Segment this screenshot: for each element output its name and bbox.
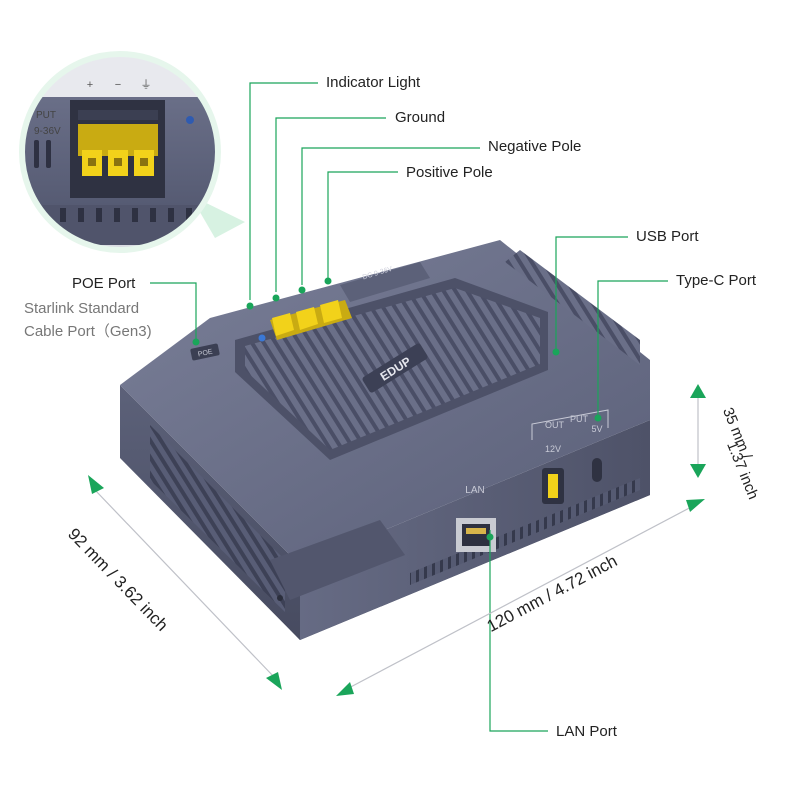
label-positive-pole: Positive Pole xyxy=(406,164,493,181)
label-starlink-cable-2: Cable Port（Gen3) xyxy=(24,323,152,340)
svg-text:+: + xyxy=(87,79,93,91)
poe-port: POE xyxy=(190,343,220,361)
svg-text:POE: POE xyxy=(197,348,213,358)
label-type-c-port: Type-C Port xyxy=(676,272,757,289)
svg-text:PUT: PUT xyxy=(36,110,56,121)
type-c-port: 5V xyxy=(591,424,603,482)
svg-text:9-36V: 9-36V xyxy=(34,126,61,137)
label-ground: Ground xyxy=(395,109,446,126)
svg-text:OUT: OUT xyxy=(545,420,565,430)
indicator-light xyxy=(258,334,266,342)
side-vent-fins xyxy=(150,425,285,612)
label-poe-port: POE Port xyxy=(72,275,136,292)
svg-text:LAN: LAN xyxy=(465,485,484,496)
label-negative-pole: Negative Pole xyxy=(488,138,582,155)
usb-port: 12V xyxy=(542,444,564,504)
dimension-height xyxy=(690,384,706,478)
terminal-inset: + − ⏚ PUT 9-36V xyxy=(19,51,245,253)
terminal-block xyxy=(270,300,352,340)
label-starlink-cable-1: Starlink Standard xyxy=(24,300,140,317)
callout-lines xyxy=(150,82,668,732)
label-usb-port: USB Port xyxy=(636,228,699,245)
dimension-width xyxy=(336,499,705,696)
dimension-depth xyxy=(88,475,282,690)
svg-text:⏚: ⏚ xyxy=(141,78,152,91)
svg-text:−: − xyxy=(115,79,121,91)
svg-text:12V: 12V xyxy=(545,444,561,454)
label-indicator-light: Indicator Light xyxy=(326,74,421,91)
svg-text:5V: 5V xyxy=(591,424,602,434)
svg-text:PUT: PUT xyxy=(570,414,589,424)
label-lan-port: LAN Port xyxy=(556,723,617,740)
